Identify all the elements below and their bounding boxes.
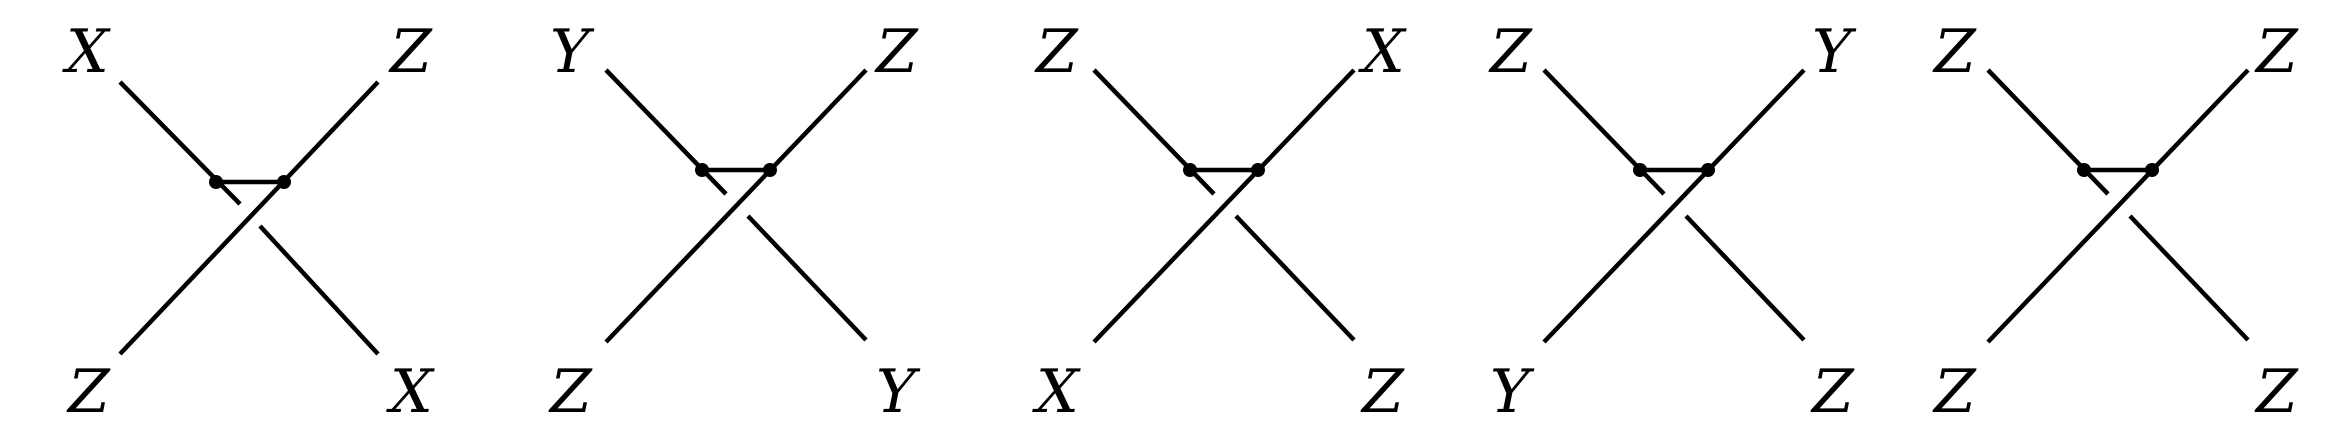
label-top-left: Y	[550, 17, 595, 87]
label-bottom-right: X	[386, 357, 435, 427]
vertex-dot-left	[695, 163, 709, 177]
over-strand	[1542, 68, 1806, 344]
crossing-diagram-2: Y Z Z Y	[548, 17, 921, 427]
vertex-dot-left	[209, 175, 223, 189]
label-top-left: Z	[1034, 17, 1079, 87]
label-top-left: X	[62, 17, 111, 87]
under-strand-lower	[1234, 214, 1356, 342]
label-bottom-right: Y	[876, 357, 921, 427]
over-strand	[1092, 68, 1356, 344]
label-bottom-left: X	[1032, 357, 1081, 427]
under-strand-lower	[1684, 214, 1806, 342]
label-bottom-left: Z	[66, 357, 111, 427]
label-top-left: Z	[1932, 17, 1977, 87]
label-top-right: Z	[388, 17, 433, 87]
vertex-dot-right	[1251, 163, 1265, 177]
label-bottom-left: Y	[1490, 357, 1535, 427]
under-strand-lower	[746, 214, 868, 342]
vertex-dot-left	[2077, 163, 2091, 177]
vertex-dot-right	[763, 163, 777, 177]
label-bottom-right: Z	[1810, 357, 1855, 427]
over-strand	[604, 68, 868, 344]
label-bottom-right: Z	[1360, 357, 1405, 427]
label-top-left: Z	[1488, 17, 1533, 87]
label-top-right: Z	[874, 17, 919, 87]
crossing-diagram-4: Z Y Y Z	[1488, 17, 1857, 427]
crossing-diagram-3: Z X X Z	[1032, 17, 1407, 427]
vertex-dot-right	[2145, 163, 2159, 177]
vertex-dot-left	[1633, 163, 1647, 177]
vertex-dot-left	[1183, 163, 1197, 177]
under-strand-lower	[258, 224, 380, 356]
over-strand	[118, 80, 380, 356]
label-bottom-left: Z	[1932, 357, 1977, 427]
vertex-dot-right	[1701, 163, 1715, 177]
crossing-diagram-5: Z Z Z Z	[1932, 17, 2299, 427]
under-strand-upper	[1986, 68, 2110, 196]
under-strand-upper	[604, 68, 728, 196]
under-strand-upper	[1092, 68, 1216, 196]
label-top-right: Y	[1812, 17, 1857, 87]
label-bottom-left: Z	[548, 357, 593, 427]
crossing-diagram-1: X Z Z X	[62, 17, 435, 427]
under-strand-lower	[2128, 214, 2250, 342]
label-bottom-right: Z	[2254, 357, 2299, 427]
label-top-right: X	[1358, 17, 1407, 87]
vertex-dot-right	[277, 175, 291, 189]
label-top-right: Z	[2254, 17, 2299, 87]
over-strand	[1986, 68, 2250, 344]
under-strand-upper	[118, 80, 242, 206]
under-strand-upper	[1542, 68, 1666, 196]
